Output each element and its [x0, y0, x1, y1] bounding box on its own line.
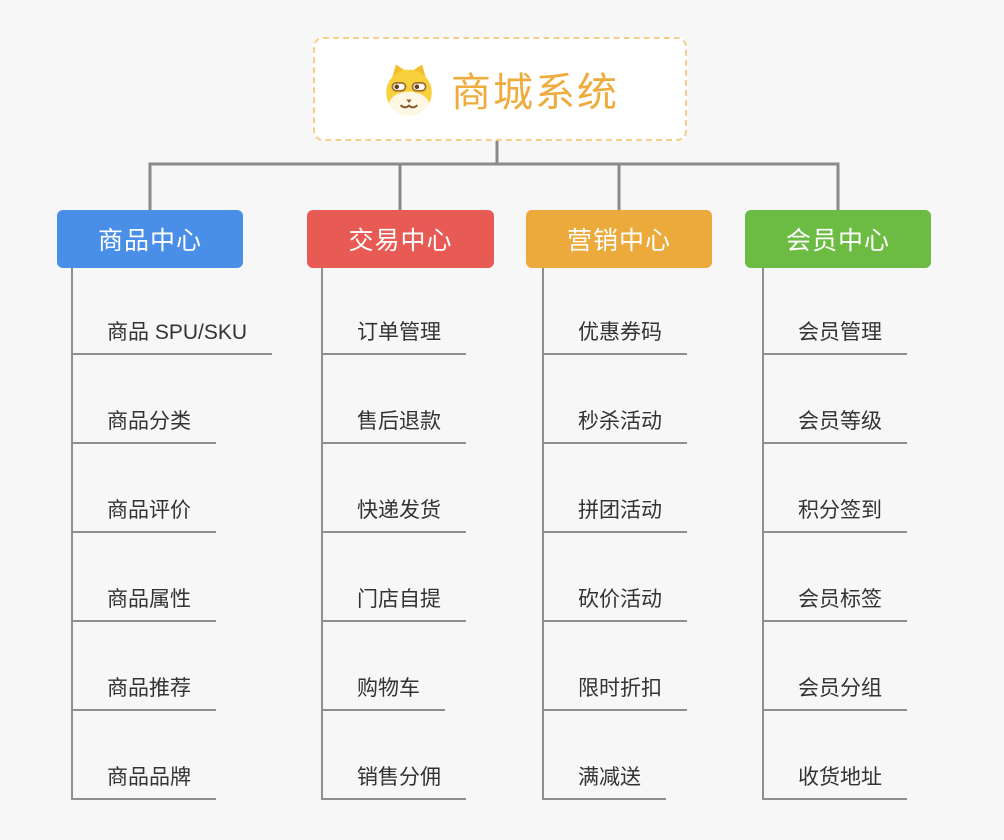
mindmap-item[interactable]: 限时折扣 [544, 622, 792, 711]
item-label: 订单管理 [323, 316, 466, 355]
branch-header-member-center[interactable]: 会员中心 [745, 210, 931, 268]
item-label: 会员等级 [764, 405, 907, 444]
mindmap-item[interactable]: 售后退款 [323, 355, 571, 444]
branch-label: 营销中心 [566, 227, 671, 255]
mindmap-item[interactable]: 商品品牌 [73, 711, 321, 800]
branch-label: 商品中心 [97, 227, 202, 255]
item-label: 商品评价 [73, 494, 216, 533]
item-label: 商品分类 [73, 405, 216, 444]
mindmap-item[interactable]: 拼团活动 [544, 444, 792, 533]
branch-items-marketing-center: 优惠券码 秒杀活动 拼团活动 砍价活动 限时折扣 满减送 [542, 268, 792, 800]
mindmap-item[interactable]: 收货地址 [764, 711, 1004, 800]
branch-label: 会员中心 [785, 227, 890, 255]
mindmap-item[interactable]: 门店自提 [323, 533, 571, 622]
item-label: 拼团活动 [544, 494, 687, 533]
mindmap-item[interactable]: 会员分组 [764, 622, 1004, 711]
mindmap-item[interactable]: 商品属性 [73, 533, 321, 622]
item-label: 收货地址 [764, 761, 907, 800]
root-title: 商城系统 [451, 71, 619, 115]
doge-icon [381, 61, 437, 117]
item-label: 销售分佣 [323, 761, 466, 800]
item-label: 商品属性 [73, 583, 216, 622]
item-label: 购物车 [323, 672, 445, 711]
item-label: 优惠券码 [544, 316, 687, 355]
mindmap-item[interactable]: 砍价活动 [544, 533, 792, 622]
mindmap-item[interactable]: 快递发货 [323, 444, 571, 533]
branch-header-trade-center[interactable]: 交易中心 [307, 210, 494, 268]
mindmap-item[interactable]: 商品评价 [73, 444, 321, 533]
item-label: 限时折扣 [544, 672, 687, 711]
item-label: 秒杀活动 [544, 405, 687, 444]
branch-items-member-center: 会员管理 会员等级 积分签到 会员标签 会员分组 收货地址 [762, 268, 1004, 800]
root-node[interactable]: 商城系统 [313, 37, 687, 141]
mindmap-item[interactable]: 秒杀活动 [544, 355, 792, 444]
item-label: 积分签到 [764, 494, 907, 533]
branch-label: 交易中心 [348, 227, 453, 255]
mindmap-item[interactable]: 积分签到 [764, 444, 1004, 533]
item-label: 快递发货 [323, 494, 466, 533]
item-label: 满减送 [544, 761, 666, 800]
mindmap-item[interactable]: 会员标签 [764, 533, 1004, 622]
mindmap-item[interactable]: 商品 SPU/SKU [73, 268, 321, 355]
mindmap-item[interactable]: 销售分佣 [323, 711, 571, 800]
item-label: 商品推荐 [73, 672, 216, 711]
branch-items-product-center: 商品 SPU/SKU 商品分类 商品评价 商品属性 商品推荐 商品品牌 [71, 268, 321, 800]
mindmap-item[interactable]: 优惠券码 [544, 268, 792, 355]
mindmap-item[interactable]: 满减送 [544, 711, 792, 800]
branch-header-marketing-center[interactable]: 营销中心 [526, 210, 712, 268]
item-label: 门店自提 [323, 583, 466, 622]
item-label: 会员分组 [764, 672, 907, 711]
mindmap-item[interactable]: 订单管理 [323, 268, 571, 355]
mindmap-item[interactable]: 会员等级 [764, 355, 1004, 444]
item-label: 会员标签 [764, 583, 907, 622]
branch-header-product-center[interactable]: 商品中心 [57, 210, 243, 268]
mindmap-item[interactable]: 商品推荐 [73, 622, 321, 711]
item-label: 砍价活动 [544, 583, 687, 622]
mindmap-item[interactable]: 会员管理 [764, 268, 1004, 355]
item-label: 会员管理 [764, 316, 907, 355]
item-label: 商品 SPU/SKU [73, 316, 273, 355]
mindmap-item[interactable]: 商品分类 [73, 355, 321, 444]
item-label: 售后退款 [323, 405, 466, 444]
branch-items-trade-center: 订单管理 售后退款 快递发货 门店自提 购物车 销售分佣 [321, 268, 571, 800]
mindmap-item[interactable]: 购物车 [323, 622, 571, 711]
item-label: 商品品牌 [73, 761, 216, 800]
